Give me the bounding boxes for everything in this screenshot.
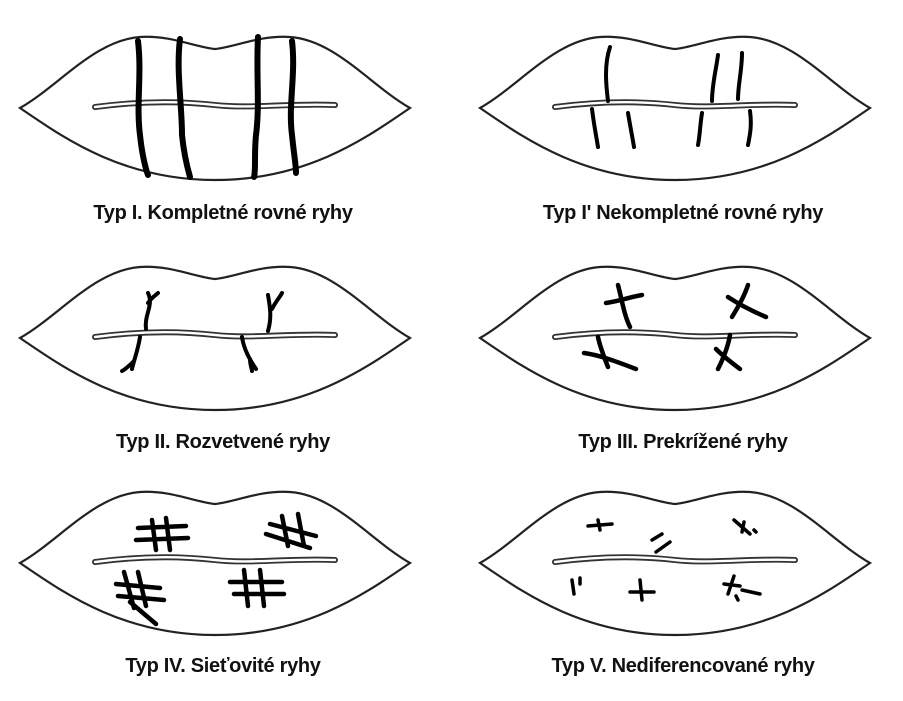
lips-type-3: [480, 267, 870, 410]
furrow: [626, 111, 636, 149]
lips-type-5: [480, 492, 870, 635]
furrow: [581, 334, 639, 372]
furrow: [266, 291, 284, 333]
furrow: [722, 574, 762, 602]
label-type-2: Typ II. Rozvetvené ryhy: [116, 431, 330, 453]
furrow: [628, 578, 656, 602]
label-type-1: Typ I. Kompletné rovné ryhy: [93, 202, 353, 224]
furrow: [240, 335, 258, 373]
furrow: [586, 518, 614, 532]
furrow: [710, 53, 720, 103]
lips-type-4: [20, 492, 410, 635]
furrow: [251, 34, 261, 180]
lips-type-1-prime: [480, 37, 870, 180]
furrow: [736, 51, 744, 101]
furrow: [713, 332, 743, 372]
furrow: [732, 518, 758, 536]
label-type-3: Typ III. Prekrížené ryhy: [578, 431, 788, 453]
lips-type-2: [20, 267, 410, 410]
furrow: [570, 576, 582, 596]
lips-type-1: [20, 37, 410, 180]
furrow: [696, 111, 704, 147]
label-type-5: Typ V. Nediferencované ryhy: [551, 655, 815, 677]
furrow: [590, 107, 600, 149]
furrow: [603, 282, 645, 330]
furrow: [120, 335, 142, 373]
furrow: [604, 45, 612, 103]
furrow: [143, 291, 160, 331]
furrow: [113, 569, 167, 627]
furrow: [227, 567, 287, 609]
furrow: [135, 38, 151, 178]
furrow: [263, 511, 319, 551]
furrow: [133, 515, 191, 553]
label-type-4: Typ IV. Sieťovité ryhy: [125, 655, 321, 677]
furrow: [746, 109, 753, 147]
furrow: [725, 282, 769, 320]
furrow: [650, 532, 672, 554]
furrow: [175, 36, 193, 180]
label-type-1-prime: Typ I' Nekompletné rovné ryhy: [542, 202, 824, 224]
furrow: [287, 38, 299, 176]
